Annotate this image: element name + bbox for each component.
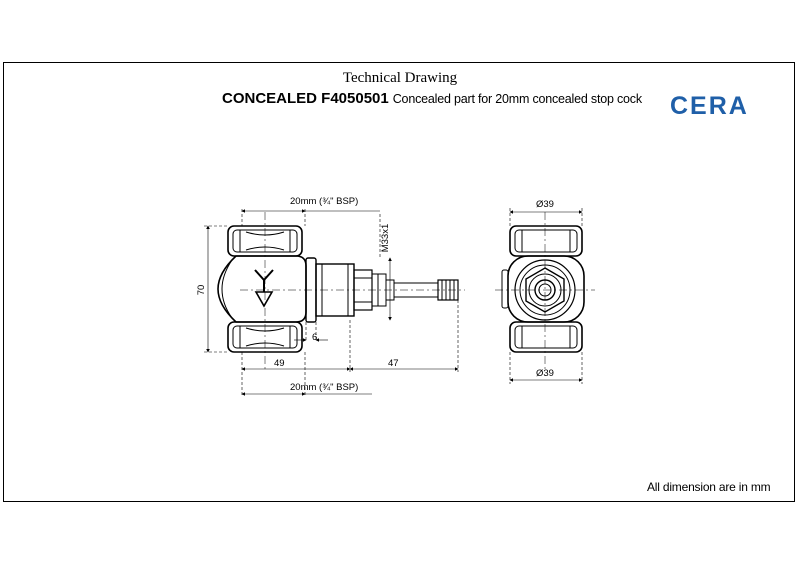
depth-49-dimension: 49 xyxy=(274,358,285,369)
end-view xyxy=(495,212,595,372)
product-description: Concealed part for 20mm concealed stop c… xyxy=(392,92,642,106)
side-view xyxy=(217,212,465,372)
brand-logo: CERA xyxy=(670,92,749,120)
units-note: All dimension are in mm xyxy=(647,480,771,494)
drawing-frame xyxy=(3,62,795,502)
document-type: Technical Drawing xyxy=(342,70,458,86)
stem-47-dimension: 47 xyxy=(388,358,399,369)
stem-thread-dimension: M33x1 xyxy=(380,224,391,253)
diameter-top-dimension: Ø39 xyxy=(536,199,554,210)
bottom-thread-dimension: 20mm (¾" BSP) xyxy=(290,382,358,393)
top-thread-dimension: 20mm (¾" BSP) xyxy=(290,196,358,207)
model-number: CONCEALED F4050501 xyxy=(222,90,389,107)
diameter-bottom-dimension: Ø39 xyxy=(536,368,554,379)
height-dimension: 70 xyxy=(196,285,207,296)
side-view-dimensions xyxy=(204,209,459,396)
end-view-dimensions xyxy=(509,208,583,384)
offset-dimension: 6 xyxy=(312,332,317,343)
